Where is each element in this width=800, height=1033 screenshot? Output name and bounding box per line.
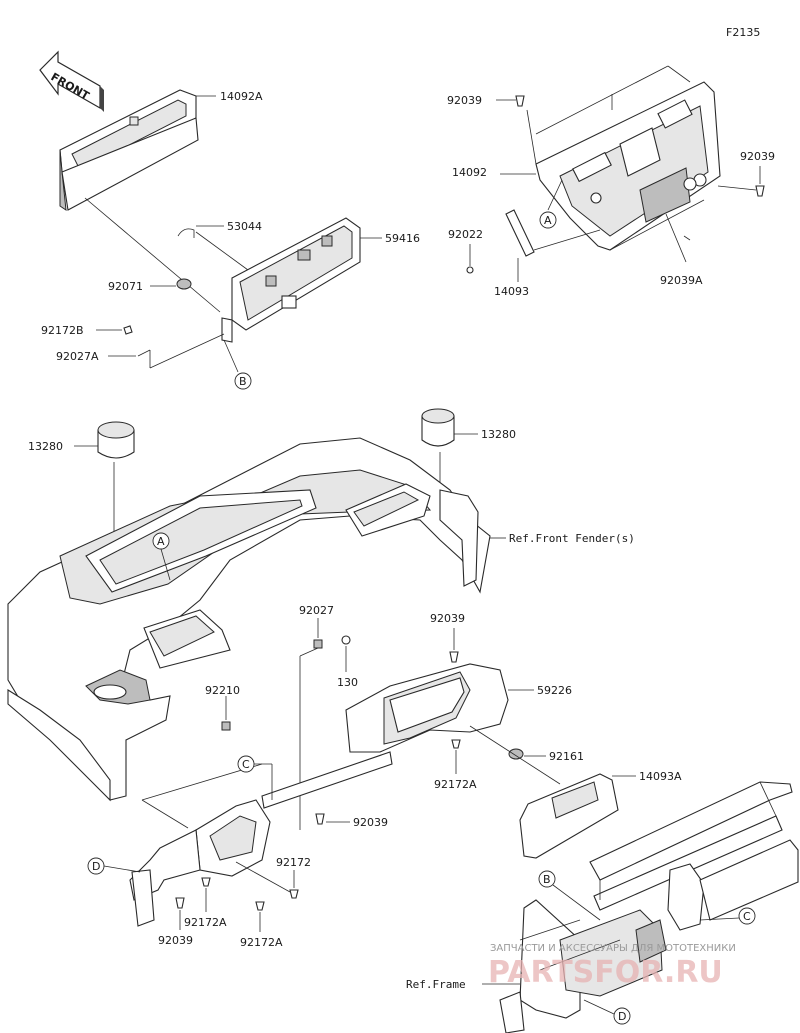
screw-92039-mid <box>449 651 459 663</box>
grommet-92161 <box>508 748 524 760</box>
callout-c-mid-label: C <box>242 758 250 771</box>
meter-unit-59416 <box>221 217 361 343</box>
callout-c-frame <box>738 907 756 925</box>
screw-92039A <box>683 235 691 241</box>
dash-panel-14092 <box>535 81 721 251</box>
label-92172B: 92172B <box>41 324 84 337</box>
label-59416: 59416 <box>385 232 420 245</box>
front-arrow-icon: FRONT <box>39 50 104 112</box>
callout-a-top-label: A <box>544 214 552 227</box>
callout-c-frame-label: C <box>743 910 751 923</box>
label-92172A-mid: 92172A <box>434 778 477 791</box>
nut-92210 <box>221 721 231 731</box>
figure-code: F2135 <box>726 26 760 39</box>
label-13280-left: 13280 <box>28 440 63 453</box>
screw-92172A-mid <box>451 739 461 749</box>
clip-92022 <box>466 266 474 274</box>
lid-14093A <box>519 773 619 859</box>
ref-front-fender: Ref.Front Fender(s) <box>509 532 635 545</box>
nut-92027 <box>313 639 323 649</box>
meter-frame-14092A <box>59 89 199 212</box>
callout-d-left-label: D <box>92 860 100 873</box>
screw-92172A-low1 <box>201 877 211 887</box>
label-92172A-low1: 92172A <box>184 916 227 929</box>
callout-b-frame <box>538 870 556 888</box>
callout-b-frame-label: B <box>543 873 551 886</box>
bolt-130 <box>341 635 351 645</box>
label-13280-right: 13280 <box>481 428 516 441</box>
callout-a-dash-label: A <box>157 535 165 548</box>
label-92022: 92022 <box>448 228 483 241</box>
label-14093A: 14093A <box>639 770 682 783</box>
watermark-line1: ЗАПЧАСТИ И АКСЕССУАРЫ ДЛЯ МОТОТЕХНИКИ <box>490 943 736 954</box>
screw-92039-top <box>515 95 525 107</box>
screw-92172B <box>123 325 133 335</box>
screw-92172A-low2 <box>255 901 265 911</box>
grommet-92071 <box>176 278 192 290</box>
cup-holder-13280-right <box>421 408 455 447</box>
label-14093: 14093 <box>494 285 529 298</box>
label-92027A: 92027A <box>56 350 99 363</box>
screw-92039-bottom <box>175 897 185 909</box>
label-92039-bottom: 92039 <box>158 934 193 947</box>
label-130: 130 <box>337 676 358 689</box>
lower-bracket-assembly <box>129 751 393 927</box>
label-92039A: 92039A <box>660 274 703 287</box>
label-92039-top: 92039 <box>447 94 482 107</box>
trim-14093 <box>505 209 535 257</box>
screw-92172 <box>289 889 299 899</box>
dashboard-body <box>7 437 491 802</box>
cup-holder-13280-left <box>97 421 135 459</box>
wire-53044 <box>177 228 195 238</box>
label-14092: 14092 <box>452 166 487 179</box>
label-92172A-low2: 92172A <box>240 936 283 949</box>
label-92210: 92210 <box>205 684 240 697</box>
callout-d-frame <box>613 1007 631 1025</box>
label-53044: 53044 <box>227 220 262 233</box>
lower-cover-59226 <box>345 663 509 753</box>
screw-92039-low <box>315 813 325 825</box>
label-59226: 59226 <box>537 684 572 697</box>
screw-92039-right <box>755 185 765 197</box>
label-92172: 92172 <box>276 856 311 869</box>
label-14092A: 14092A <box>220 90 263 103</box>
callout-b-top <box>234 372 252 390</box>
callout-b-top-label: B <box>239 375 247 388</box>
frame-assembly <box>499 781 799 1033</box>
watermark-line2: PARTSFOR.RU <box>488 955 723 990</box>
ref-frame: Ref.Frame <box>406 978 466 991</box>
label-92161: 92161 <box>549 750 584 763</box>
label-92071: 92071 <box>108 280 143 293</box>
label-92039-low: 92039 <box>353 816 388 829</box>
callout-a-top <box>539 211 557 229</box>
callout-d-frame-label: D <box>618 1010 626 1023</box>
label-92039-mid: 92039 <box>430 612 465 625</box>
label-92039-right: 92039 <box>740 150 775 163</box>
label-92027: 92027 <box>299 604 334 617</box>
